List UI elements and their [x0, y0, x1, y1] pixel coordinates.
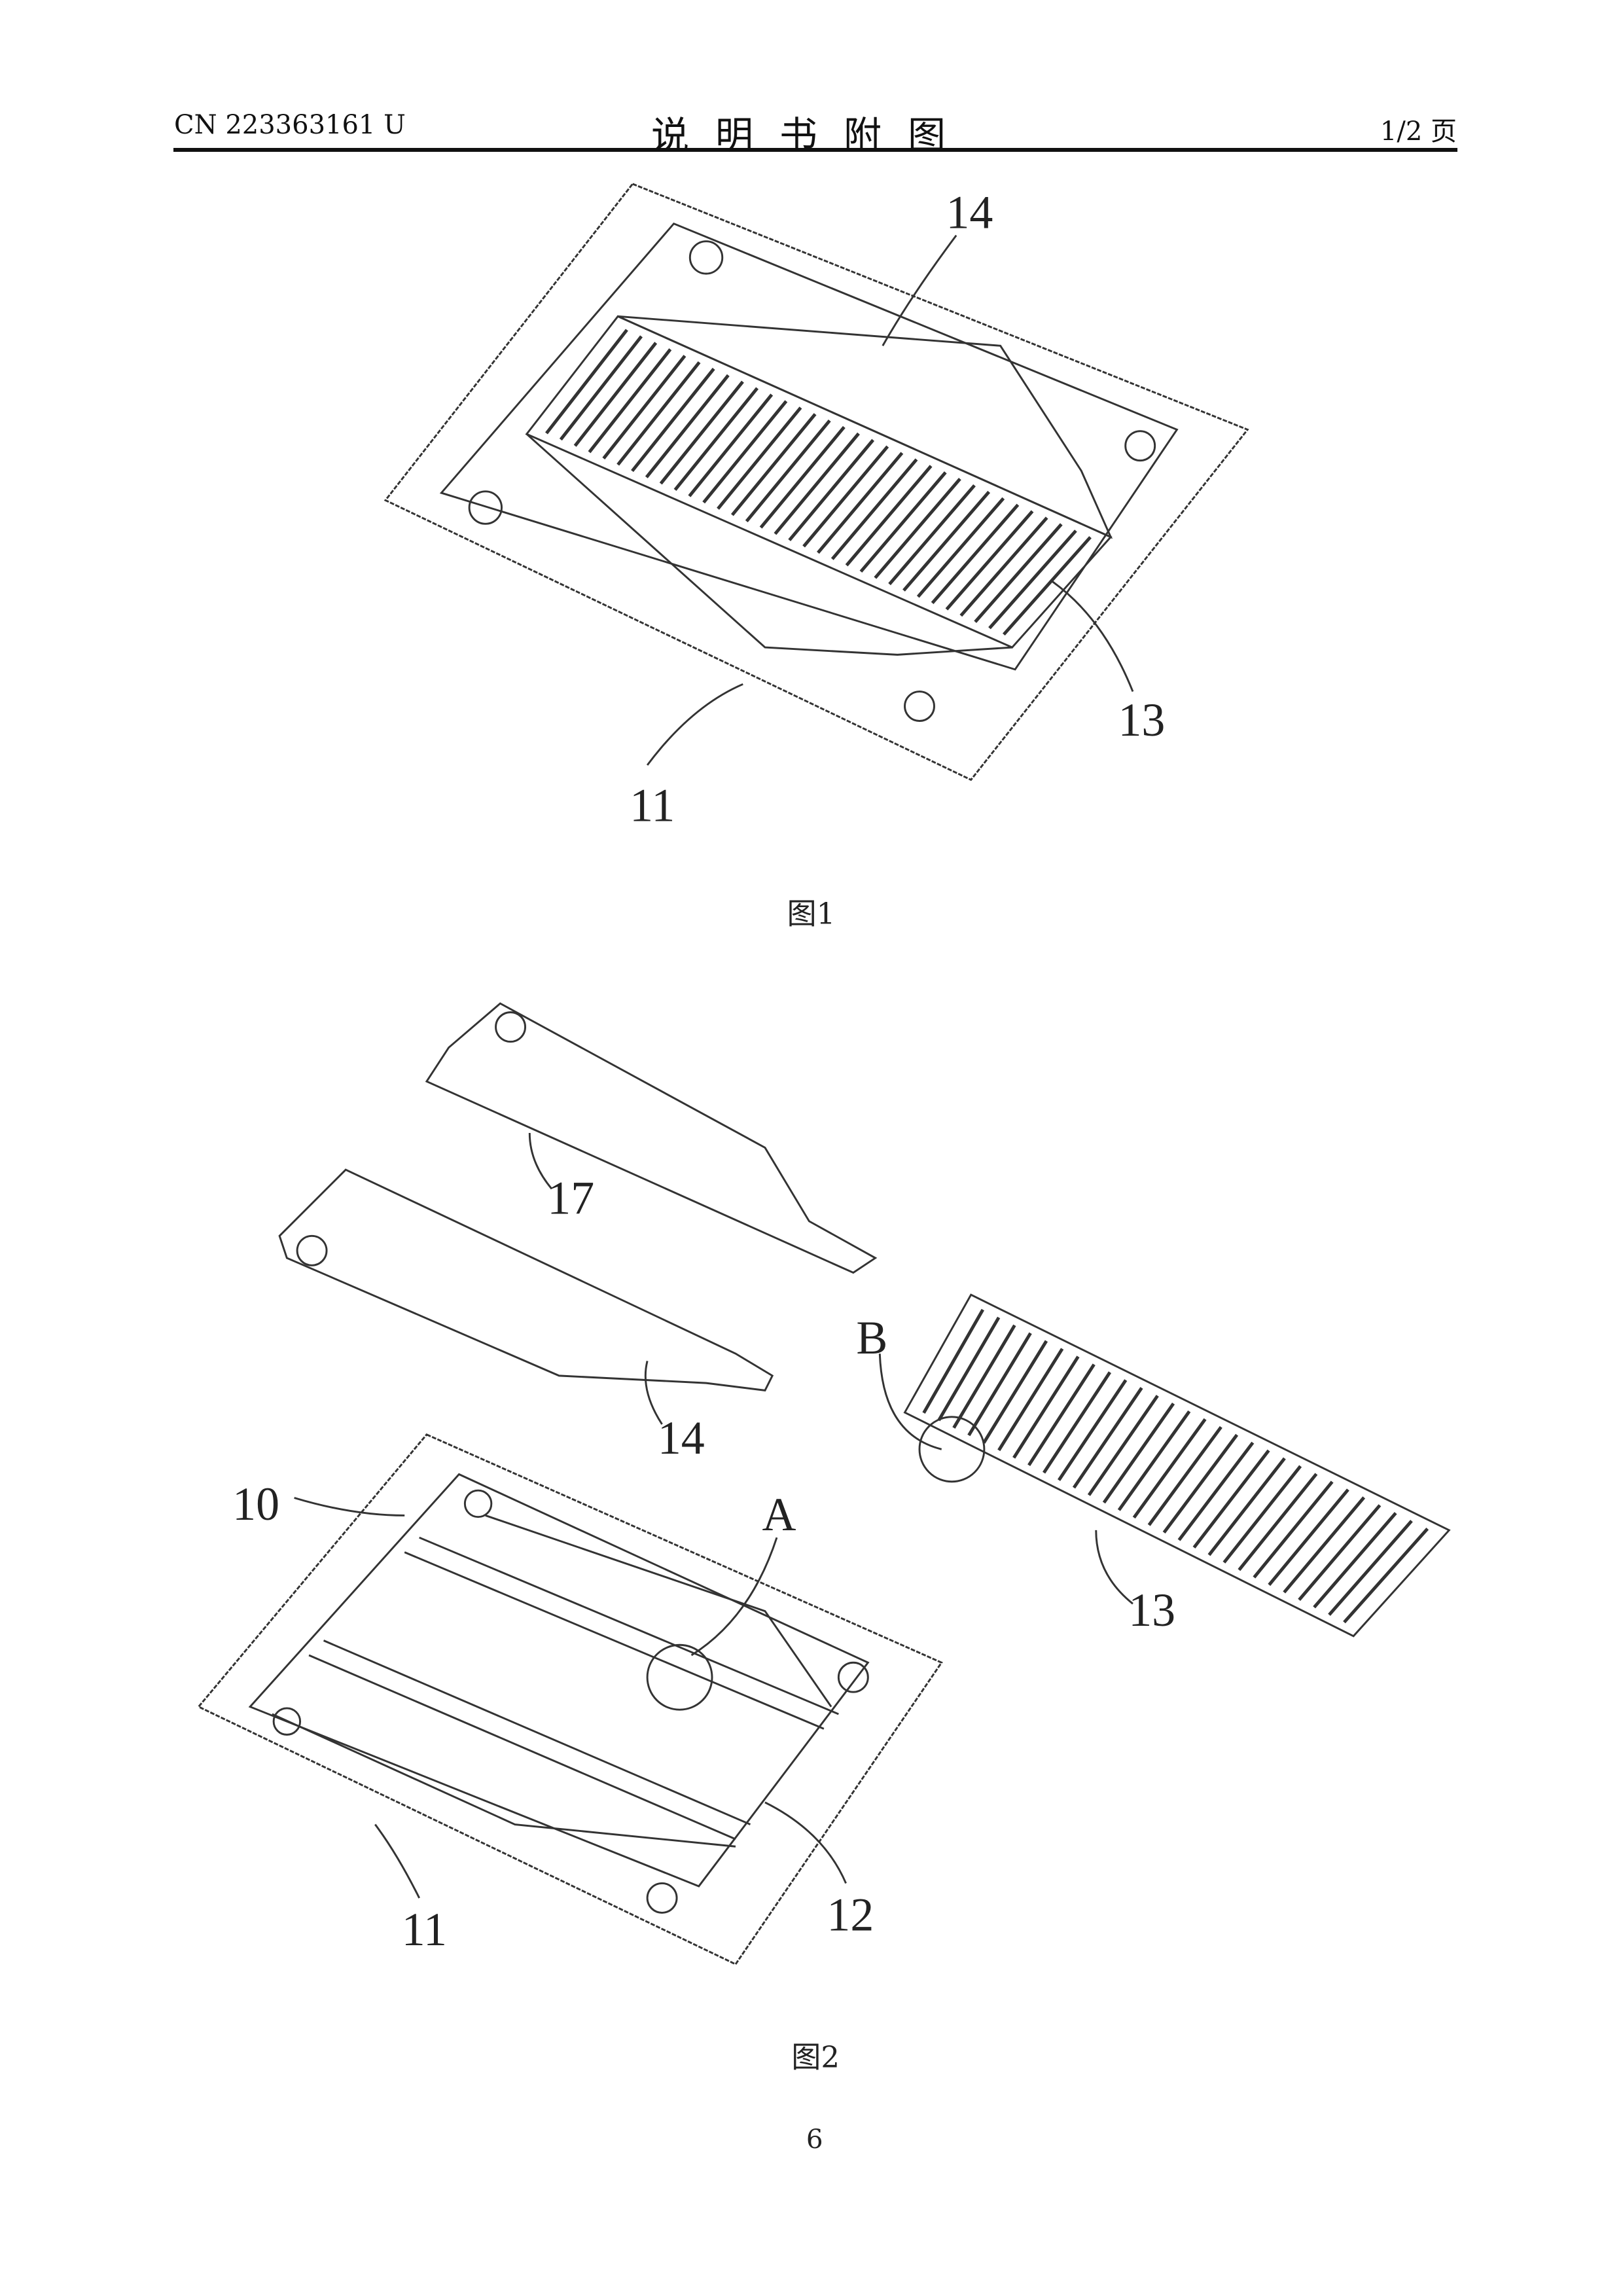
- fin-line: [1344, 1529, 1427, 1623]
- label-13: 13: [1128, 1584, 1175, 1636]
- hole: [838, 1662, 868, 1692]
- fin-line: [1134, 1419, 1205, 1517]
- fin-line: [1119, 1411, 1189, 1510]
- label-14: 14: [658, 1412, 705, 1464]
- fin-line: [1209, 1458, 1284, 1555]
- fin-lines: [546, 330, 1090, 634]
- leader-12: [765, 1803, 846, 1884]
- label-B: B: [856, 1312, 887, 1364]
- label-A: A: [762, 1488, 796, 1541]
- figure-2-caption: 图2: [791, 2039, 840, 2074]
- label-14: 14: [946, 186, 993, 238]
- label-13: 13: [1118, 694, 1165, 746]
- figure-1: [385, 184, 1247, 780]
- leader-10: [294, 1498, 405, 1515]
- fin-line: [1239, 1474, 1316, 1570]
- fin-line: [1299, 1505, 1380, 1600]
- fin-line: [1224, 1466, 1300, 1562]
- fin-line: [1269, 1490, 1348, 1585]
- label-11: 11: [402, 1903, 447, 1956]
- fin-line: [1164, 1435, 1237, 1532]
- fin-line: [1194, 1450, 1269, 1547]
- hole: [469, 492, 501, 524]
- fin-line: [1089, 1395, 1158, 1495]
- hole: [690, 242, 722, 274]
- fin-strip-13: [905, 1295, 1450, 1636]
- fin-line: [1044, 1372, 1110, 1473]
- detail-circle-B: [919, 1417, 984, 1482]
- leader-14: [883, 236, 956, 346]
- fin-line: [1029, 1365, 1094, 1465]
- leader-11: [375, 1825, 419, 1898]
- fin-line: [1284, 1498, 1364, 1592]
- fin-line: [1179, 1443, 1253, 1540]
- base-plate-outline: [198, 1435, 941, 1964]
- label-11: 11: [630, 779, 675, 831]
- fin-line: [1059, 1380, 1126, 1480]
- fin-line: [1254, 1482, 1332, 1577]
- label-17: 17: [547, 1172, 594, 1225]
- fin-line: [1329, 1521, 1412, 1615]
- hole: [496, 1013, 526, 1042]
- fin-line: [1074, 1388, 1142, 1488]
- fin-line: [1314, 1513, 1396, 1607]
- hole: [297, 1236, 327, 1265]
- fin-lines: [924, 1310, 1428, 1623]
- fin-line: [1149, 1427, 1221, 1525]
- hole: [1126, 431, 1155, 461]
- leader-A: [692, 1537, 777, 1655]
- figure-1-caption: 图1: [787, 897, 836, 931]
- leader-13: [1096, 1530, 1133, 1604]
- fin-line: [1104, 1403, 1173, 1502]
- figure-2: [198, 1003, 1449, 1964]
- leader-11: [647, 684, 743, 765]
- hole: [465, 1490, 491, 1516]
- page-number: 6: [806, 2123, 823, 2155]
- hole: [905, 692, 935, 721]
- cover-plate-17: [427, 1003, 876, 1272]
- label-10: 10: [232, 1478, 279, 1530]
- label-12: 12: [827, 1888, 874, 1941]
- cover-plate-11-edge: [527, 434, 1012, 655]
- hole: [647, 1883, 677, 1912]
